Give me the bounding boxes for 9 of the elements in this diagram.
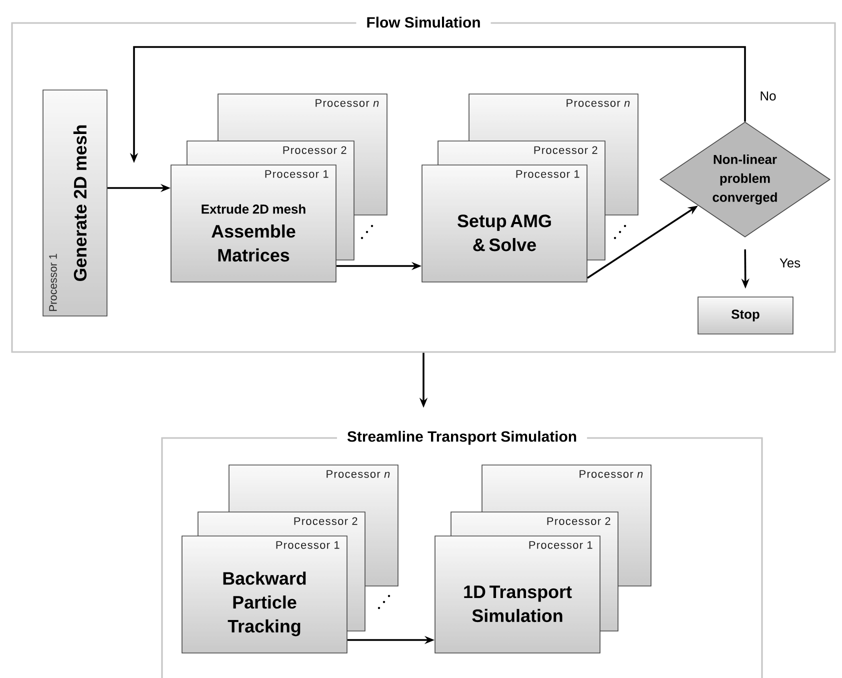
processor-card: Processor 1 Extrude 2D mesh Assemble Matrices [170, 164, 336, 282]
processor-card: Processor 1 Setup AMG & Solve [422, 164, 588, 282]
process-box: Processor 1 Generate 2D mesh [42, 90, 108, 316]
node-label: Streamline Transport Simulation [347, 430, 576, 445]
edge-label: No [758, 90, 778, 102]
edge-label: Yes [778, 257, 802, 269]
processor-card: Processor 1 1D Transport Simulation [434, 536, 600, 654]
process-box: Stop [698, 296, 794, 334]
processor-card: Processor 1 Backward Particle Tracking [182, 536, 348, 654]
